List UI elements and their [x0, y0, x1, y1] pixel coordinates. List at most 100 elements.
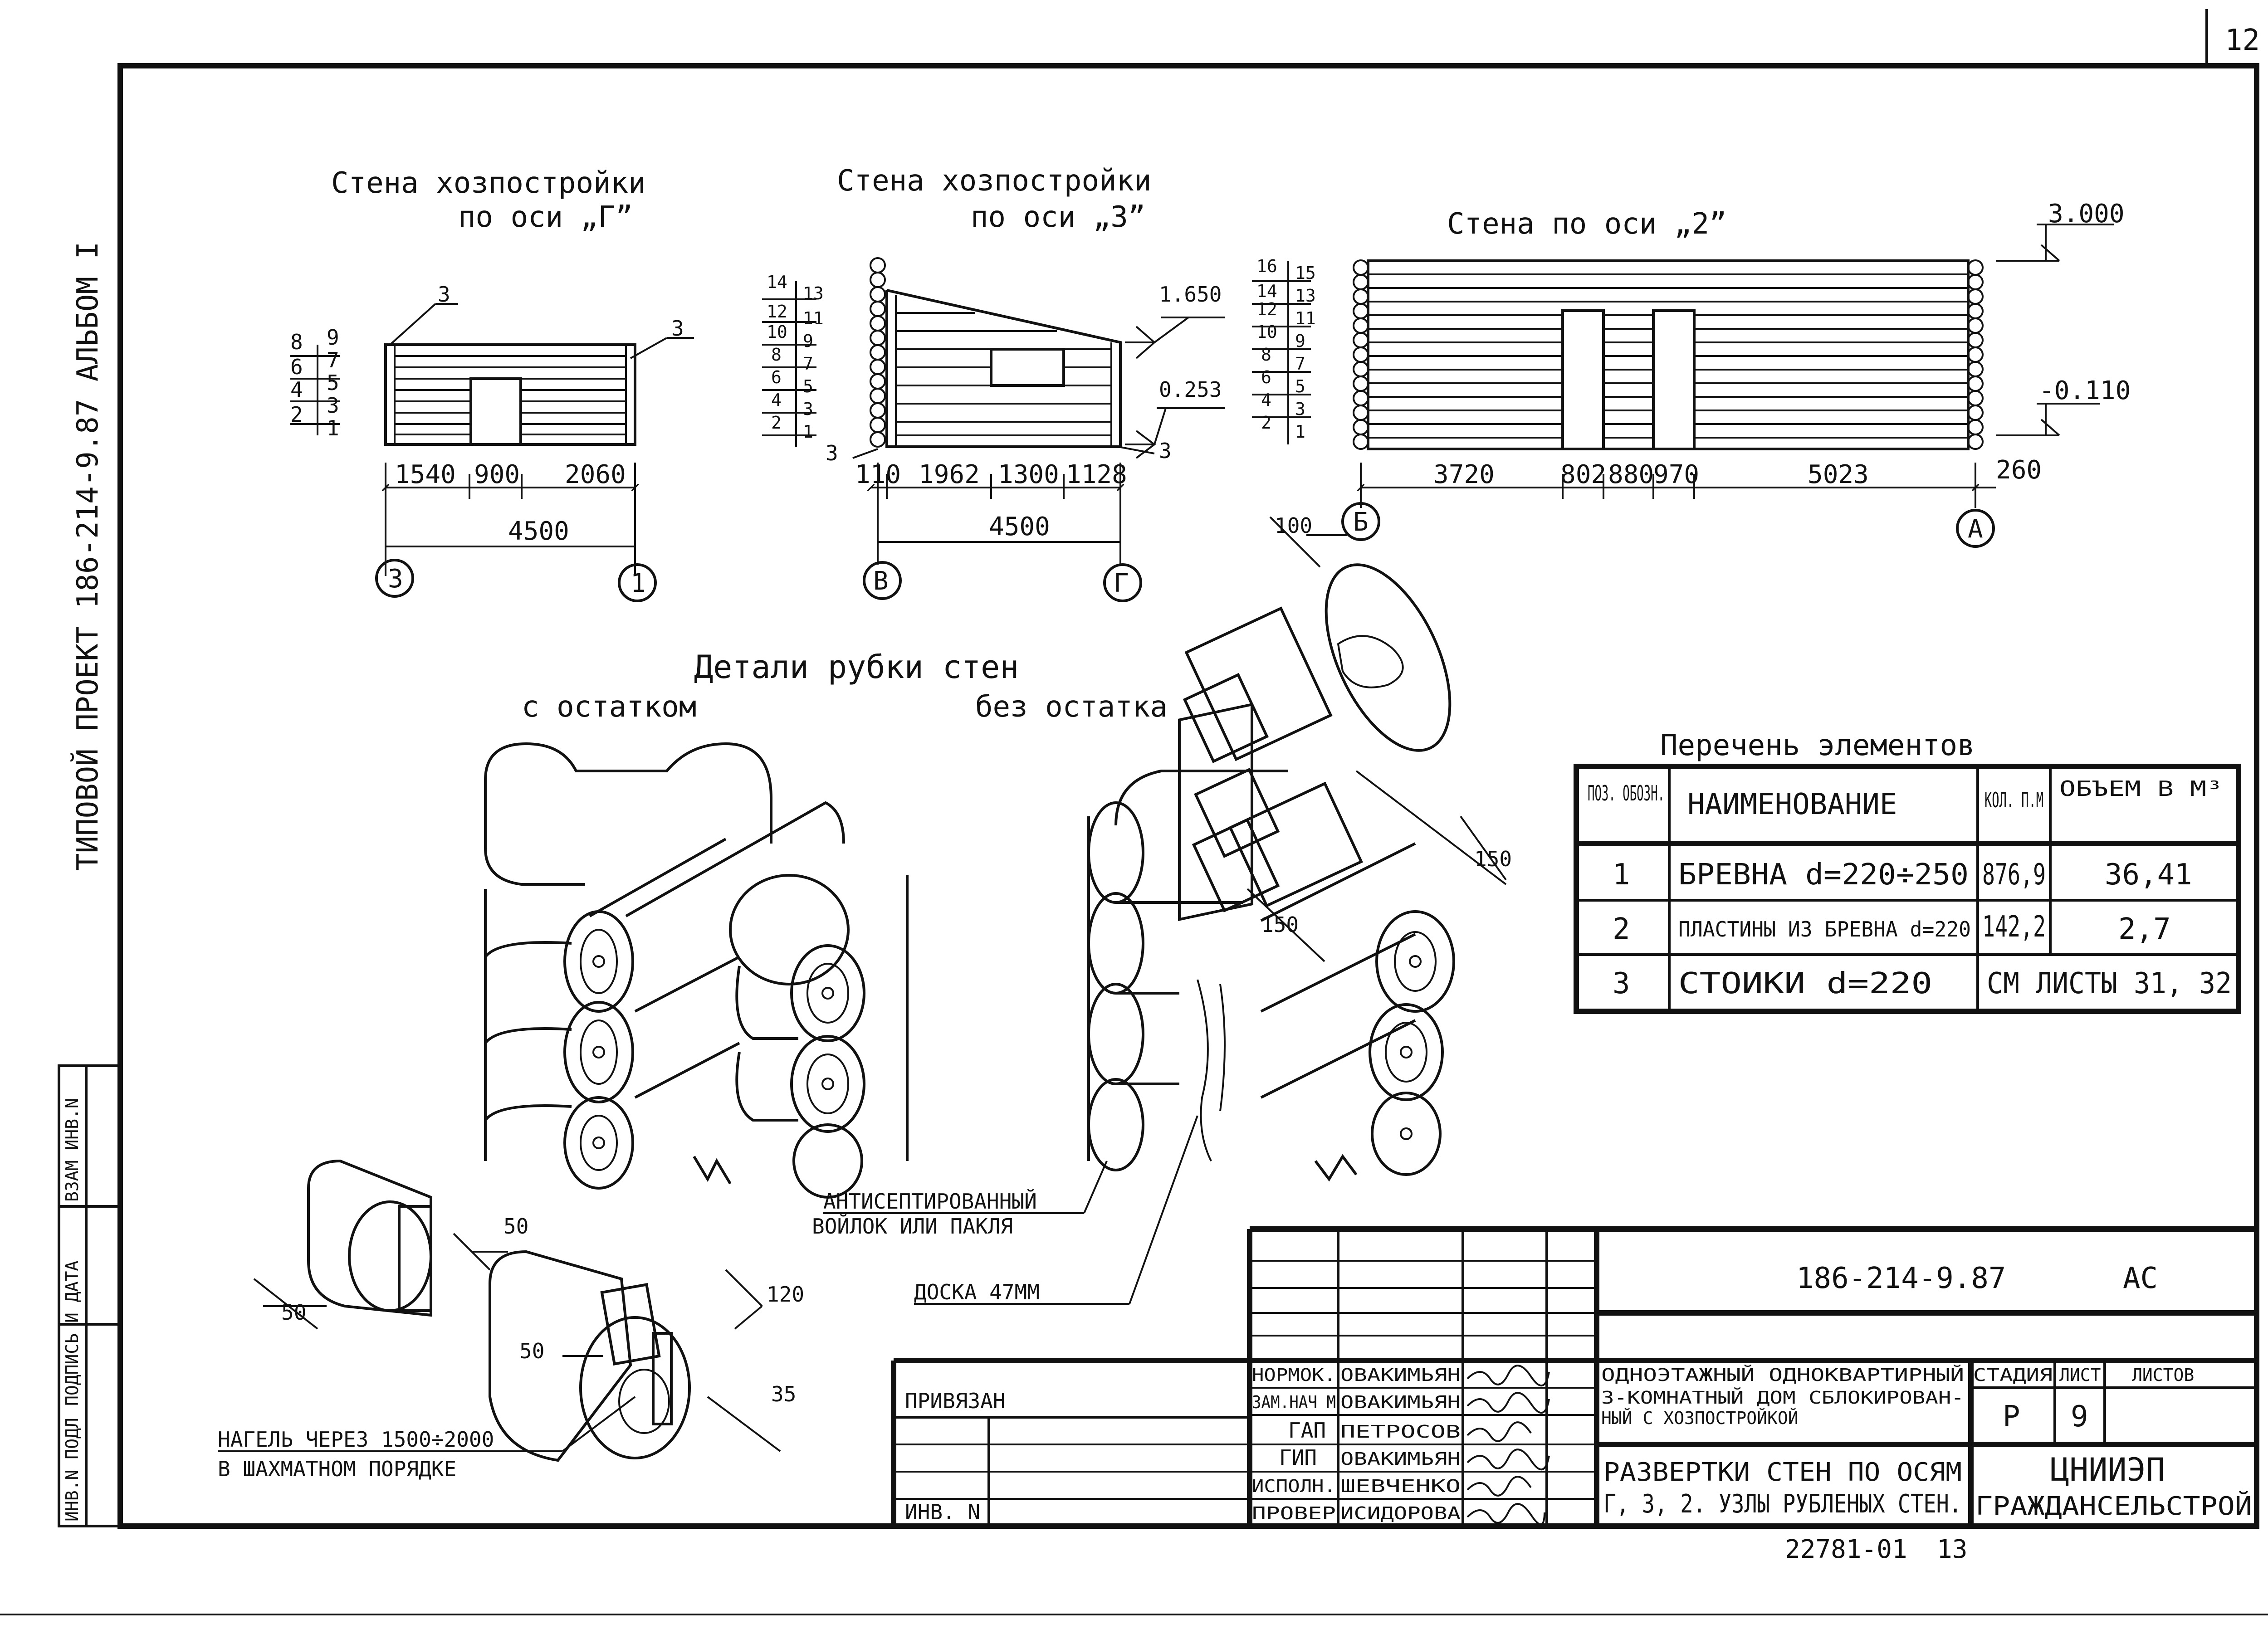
row3-pos: 3: [1613, 967, 1630, 1000]
dowel-detail: [253, 1159, 781, 1462]
tb-bound: ПРИВЯЗАН: [905, 1389, 1006, 1413]
row2-vol: 2,7: [2118, 912, 2171, 946]
z-callout-left: 3: [826, 441, 838, 465]
tb-name-1: ОВАКИМЬЯН: [1340, 1365, 1461, 1385]
g-mark-3: 3: [327, 393, 339, 418]
dowel-dim-50a: 50: [281, 1300, 306, 1325]
view-z-title-2: по оси „3”: [971, 200, 1145, 234]
two-mark-6: 6: [1261, 367, 1271, 387]
view-2-marks: [1252, 261, 1311, 444]
tb-org-1: ЦНИИЭП: [2050, 1451, 2165, 1488]
z-level-top: 1.650: [1159, 282, 1222, 307]
view-2-title: Стена по оси „2”: [1447, 207, 1727, 241]
z-mark-10: 10: [767, 322, 787, 342]
g-mark-8: 8: [290, 330, 303, 354]
g-axis-1: 1: [631, 569, 646, 598]
tb-role-3: ГАП: [1288, 1418, 1326, 1443]
tb-name-5: ШЕВЧЕНКО: [1340, 1476, 1461, 1496]
z-mark-6: 6: [771, 367, 782, 387]
two-dim-5023: 5023: [1808, 460, 1869, 489]
dowel-dim-35: 35: [771, 1382, 796, 1406]
tb-name-4: ОВАКИМЬЯН: [1340, 1449, 1461, 1469]
dowel-dim-120: 120: [767, 1282, 804, 1307]
g-mark-9: 9: [327, 325, 339, 350]
strip-cell-sign: ПОДПИСЬ И ДАТА: [62, 1261, 82, 1406]
row1-name: БРЕВНА d=220÷250: [1678, 858, 1969, 892]
tb-project-1: ОДНОЭТАЖНЫЙ ОДНОКВАРТИРНЫЙ: [1601, 1365, 1964, 1385]
dowel-dim-50c: 50: [519, 1339, 544, 1363]
g-mark-6: 6: [290, 355, 303, 379]
sheet-number: 12: [2225, 24, 2260, 57]
two-mark-3: 3: [1295, 399, 1305, 419]
two-mark-10: 10: [1256, 322, 1277, 342]
g-total: 4500: [508, 517, 569, 546]
view-z-elevation: [852, 257, 1225, 459]
note-dowel-2: В ШАХМАТНОМ ПОРЯДКЕ: [218, 1457, 456, 1481]
strip-cell-replace: ВЗАМ ИНВ.N: [62, 1098, 82, 1202]
z-callout-right: 3: [1159, 439, 1172, 463]
g-mark-2: 2: [290, 402, 303, 427]
tb-sheet-title-1: РАЗВЕРТКИ СТЕН ПО ОСЯМ: [1603, 1458, 1962, 1487]
two-mark-13: 13: [1295, 286, 1316, 306]
view-2-dimensions: [1341, 463, 1996, 548]
two-dim-260: 260: [1996, 455, 2042, 485]
details-title: Детали рубки стен: [694, 649, 1019, 686]
z-total: 4500: [989, 512, 1050, 541]
two-mark-7: 7: [1295, 354, 1305, 374]
z-level-bottom: 0.253: [1159, 377, 1222, 402]
vertical-title: ТИПОВОЙ ПРОЕКТ 186-214-9.87 АЛЬБОМ I: [70, 242, 105, 871]
z-dim-1128: 1128: [1066, 460, 1127, 489]
note-felt-2: ВОЙЛОК ИЛИ ПАКЛЯ: [812, 1214, 1013, 1239]
two-mark-16: 16: [1256, 256, 1277, 276]
note-dowel-1: НАГЕЛЬ ЧЕРЕЗ 1500÷2000: [218, 1427, 494, 1452]
z-mark-12: 12: [767, 302, 787, 322]
footer-archive: 22781-01: [1785, 1535, 1907, 1564]
tb-role-4: ГИП: [1279, 1445, 1317, 1470]
z-mark-4: 4: [771, 390, 782, 410]
note-leaders: [218, 1115, 1198, 1452]
view-g-elevation: [384, 303, 694, 446]
tb-role-1: НОРМОК.: [1252, 1365, 1336, 1385]
two-level-top: 3.000: [2048, 199, 2125, 229]
two-dim-802: 802: [1560, 460, 1606, 489]
tb-role-5: ИСПОЛН.: [1252, 1476, 1336, 1496]
corner-without-remainder: [1087, 516, 1507, 1182]
view-z-marks: [762, 281, 816, 447]
two-mark-14: 14: [1256, 281, 1277, 301]
detail-dim-100: 100: [1275, 513, 1312, 538]
detail-dim-150b: 150: [1261, 912, 1299, 937]
tb-sheet-label: ЛИСТ: [2059, 1365, 2101, 1385]
z-dim-110: 110: [855, 460, 901, 489]
two-mark-9: 9: [1295, 331, 1305, 351]
footer-page: 13: [1937, 1535, 1967, 1564]
z-mark-5: 5: [803, 376, 813, 396]
two-mark-11: 11: [1295, 308, 1316, 328]
th-qty: КОЛ. П.М: [1984, 788, 2043, 812]
two-level-bottom: -0.110: [2039, 376, 2131, 405]
row1-pos: 1: [1613, 858, 1630, 892]
view-g-marks: [290, 345, 340, 435]
tb-sheet: 9: [2071, 1400, 2088, 1434]
title-block-grid: [891, 1226, 2257, 1526]
strip-cell-inv: ИНВ.N ПОДЛ: [62, 1418, 82, 1522]
tb-sheets-label: ЛИСТОВ: [2132, 1365, 2194, 1385]
row2-pos: 2: [1613, 912, 1630, 946]
g-dim-2060: 2060: [565, 460, 626, 489]
g-mark-7: 7: [327, 348, 339, 372]
z-mark-11: 11: [803, 308, 824, 328]
corner-with-remainder: [484, 742, 909, 1199]
z-mark-3: 3: [803, 399, 813, 419]
z-dim-1300: 1300: [998, 460, 1059, 489]
z-mark-7: 7: [803, 354, 813, 374]
row3-name: СТОИКИ d=220: [1678, 967, 1932, 1000]
z-axis-g: Г: [1114, 569, 1129, 598]
detail-dim-150a: 150: [1474, 847, 1512, 871]
tb-name-6: ИСИДОРОВА: [1340, 1503, 1461, 1523]
sheet-frame: [0, 9, 2268, 1615]
g-mark-1: 1: [327, 416, 339, 440]
g-dim-900: 900: [474, 460, 520, 489]
tb-mark: АС: [2123, 1262, 2158, 1295]
side-strip: [58, 1064, 122, 1527]
tb-inv: ИНВ. N: [905, 1500, 980, 1524]
z-mark-8: 8: [771, 345, 782, 365]
